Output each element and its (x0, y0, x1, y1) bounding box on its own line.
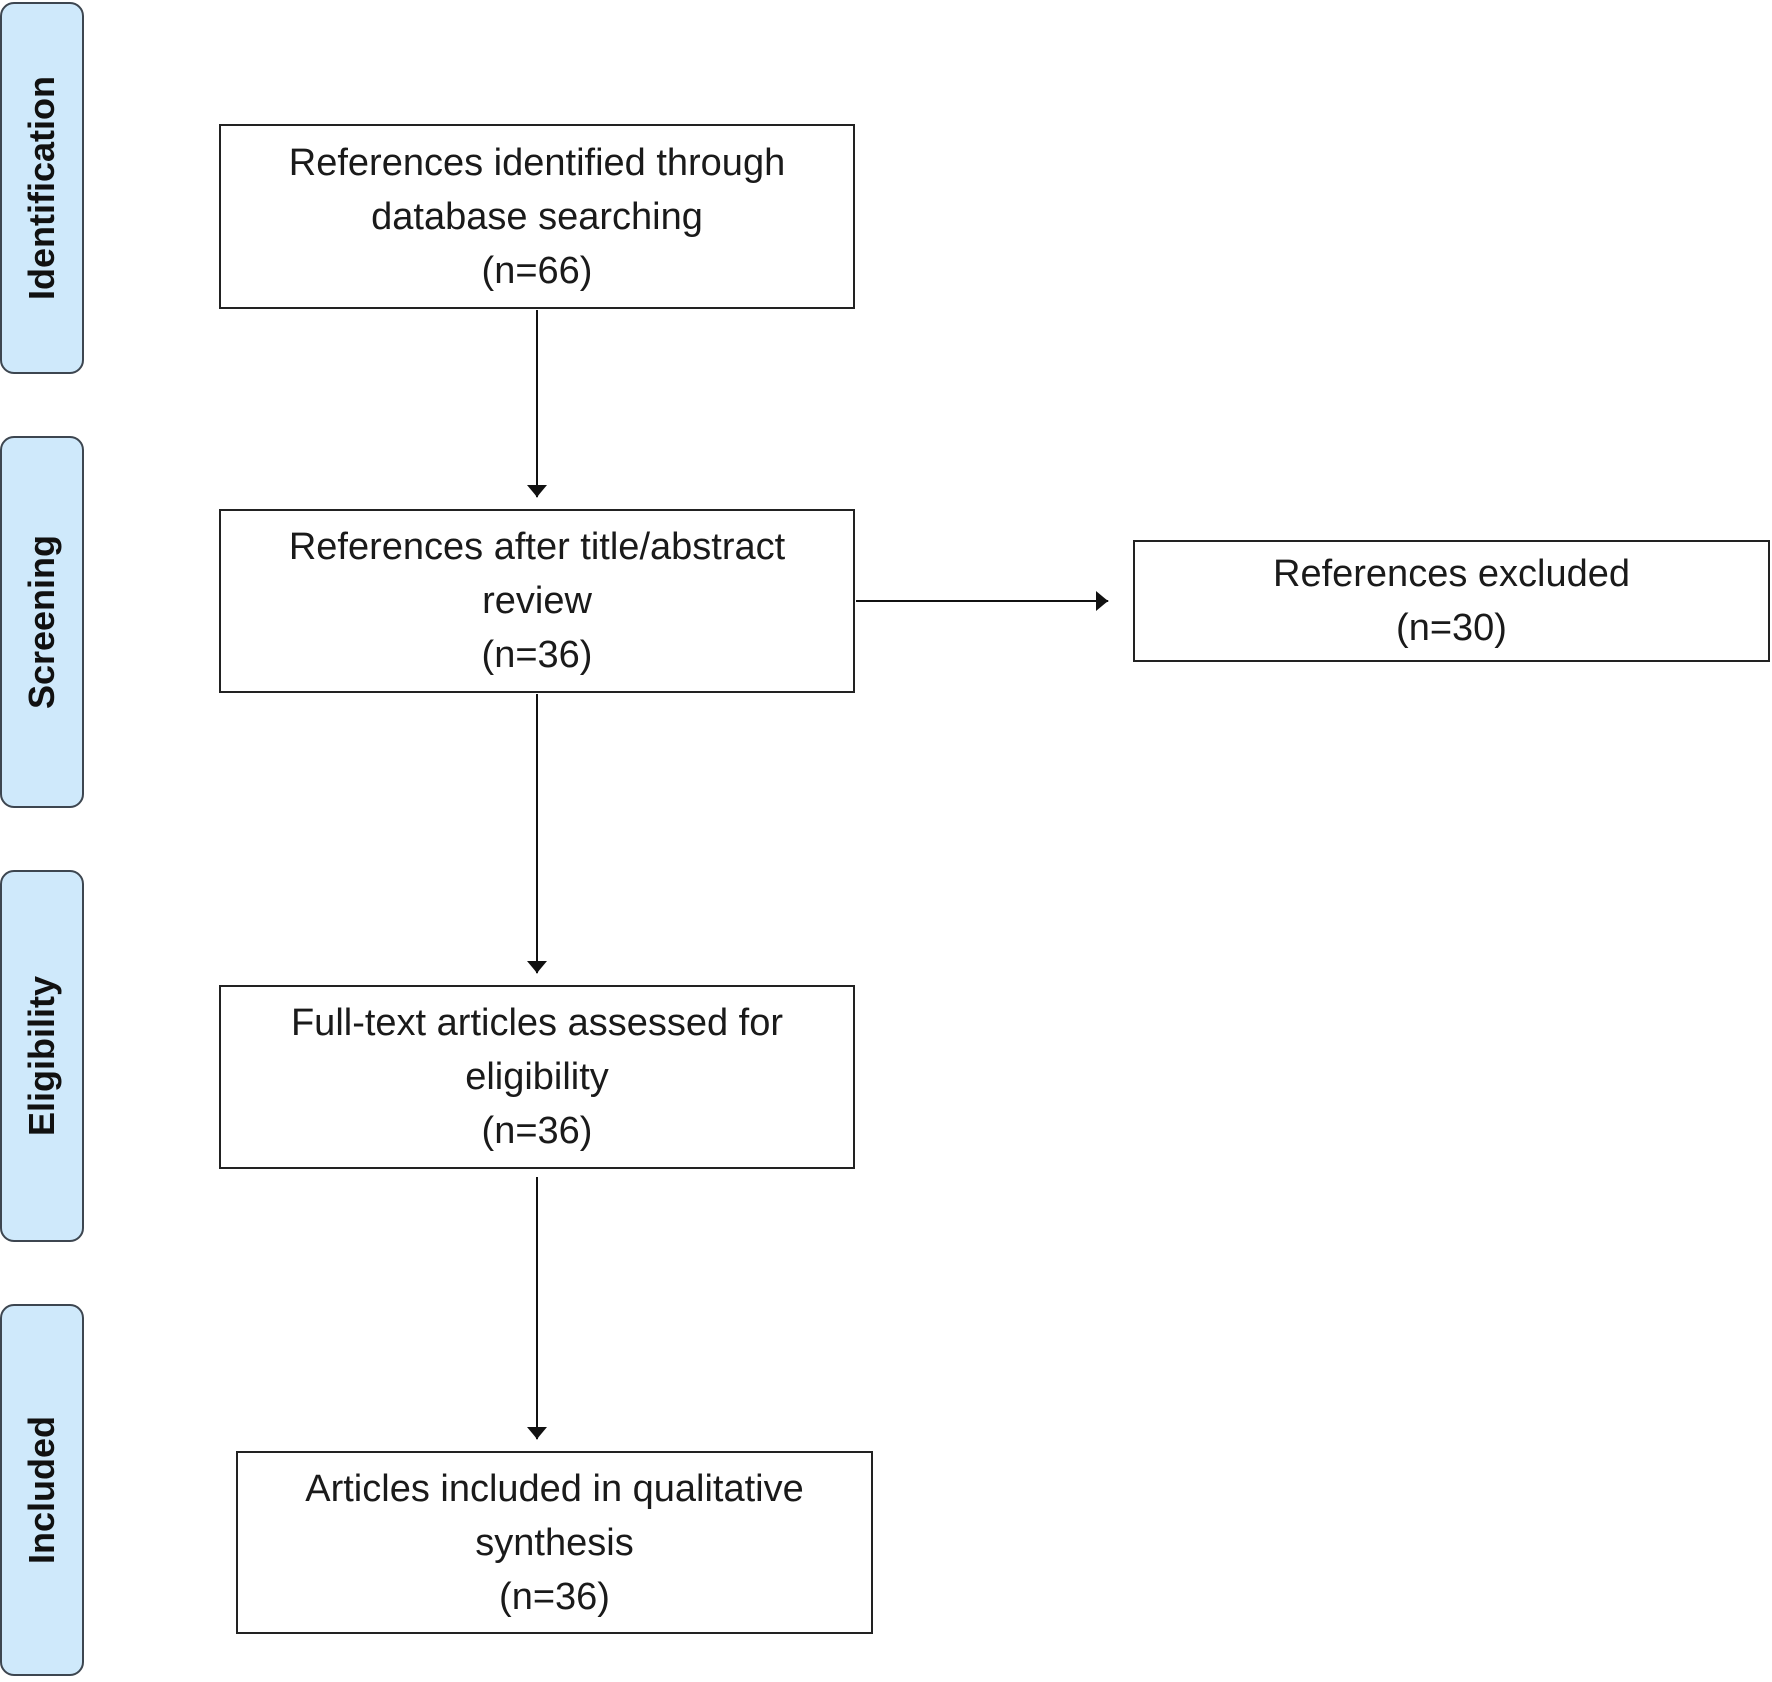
included-text-line1: Articles included in qualitative (305, 1467, 804, 1510)
identified-text-line1: References identified through (288, 141, 786, 184)
eligibility-box: Full-text articles assessed for eligibil… (219, 985, 855, 1169)
excluded-box: References excluded (n=30) (1133, 540, 1770, 662)
eligibility-text-line2: eligibility (465, 1056, 609, 1098)
identified-box: References identified through database s… (219, 124, 855, 309)
screened-text-line1: References after title/abstract (288, 526, 786, 568)
phase-eligibility: Eligibility (0, 870, 84, 1242)
included-count: (n=36) (499, 1575, 610, 1618)
identified-count: (n=66) (481, 249, 593, 292)
screened-box: References after title/abstract review (… (219, 509, 855, 693)
included-text-line2: synthesis (475, 1521, 634, 1564)
excluded-count: (n=30) (1396, 607, 1507, 649)
screened-count: (n=36) (481, 634, 593, 676)
identified-text-line2: database searching (371, 195, 703, 238)
excluded-text-line1: References excluded (1273, 553, 1630, 595)
phase-identification: Identification (0, 2, 84, 374)
included-box: Articles included in qualitative synthes… (236, 1451, 873, 1634)
eligibility-text-line1: Full-text articles assessed for (290, 1002, 784, 1044)
phase-included: Included (0, 1304, 84, 1676)
screened-text-line2: review (482, 580, 592, 622)
phase-screening: Screening (0, 436, 84, 808)
eligibility-count: (n=36) (481, 1110, 593, 1152)
